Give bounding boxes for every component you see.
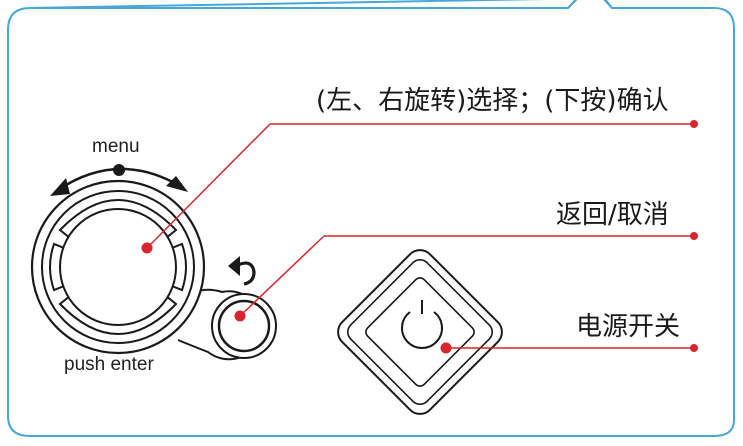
power-button[interactable]: [332, 244, 507, 419]
power-icon: [401, 300, 443, 349]
panel-notch: [567, 0, 613, 9]
push-enter-label: push enter: [64, 354, 154, 375]
back-button[interactable]: [211, 293, 277, 359]
menu-label: menu: [92, 136, 140, 157]
callout-rotate-select: [141, 120, 698, 254]
callout-back-cancel: [234, 232, 698, 322]
jog-dial[interactable]: [30, 179, 265, 361]
back-cancel-label: 返回/取消: [556, 200, 669, 230]
rotate-select-label: (左、右旋转)选择；(下按)确认: [316, 86, 669, 116]
power-switch-label: 电源开关: [576, 312, 681, 342]
back-arrow-icon: [228, 256, 256, 286]
rotate-arrows-icon: [50, 164, 188, 196]
callout-power-switch: [440, 342, 698, 354]
